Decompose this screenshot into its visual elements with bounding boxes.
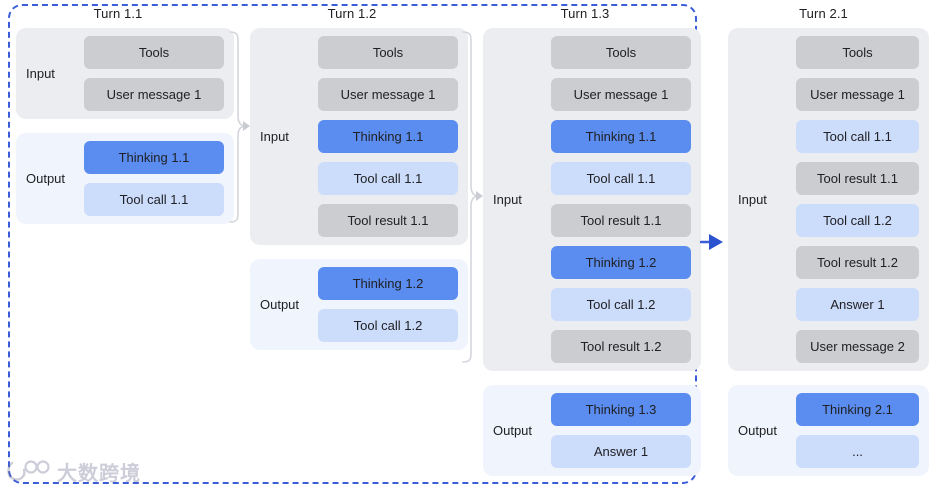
- arrow-turn-1-to-turn-2-icon: [699, 230, 725, 254]
- message-box: Thinking 1.1: [551, 120, 691, 153]
- message-box: Tools: [551, 36, 691, 69]
- message-box: Tool result 1.1: [551, 204, 691, 237]
- message-box: Thinking 1.3: [551, 393, 691, 426]
- message-box: Tool call 1.1: [84, 183, 224, 216]
- message-box: Tool call 1.1: [318, 162, 458, 195]
- output-label: Output: [493, 422, 533, 438]
- message-box: Answer 1: [796, 288, 919, 321]
- message-box: Tool call 1.1: [551, 162, 691, 195]
- message-box: Tool result 1.2: [796, 246, 919, 279]
- watermark-logo-icon: [6, 457, 52, 488]
- message-box: Thinking 1.2: [551, 246, 691, 279]
- output-label: Output: [26, 170, 66, 186]
- message-box: Answer 1: [551, 435, 691, 468]
- message-box: Thinking 1.1: [84, 141, 224, 174]
- input-label: Input: [260, 128, 289, 144]
- output-items: Thinking 2.1...: [796, 393, 919, 468]
- section-spacer: [483, 371, 701, 385]
- section-spacer: [250, 245, 468, 259]
- message-box: User message 1: [551, 78, 691, 111]
- output-label: Output: [260, 296, 300, 312]
- message-box: Tools: [84, 36, 224, 69]
- column-title-turn-2-1: Turn 2.1: [799, 6, 848, 21]
- watermark: 大数跨境: [6, 457, 141, 488]
- input-label: Input: [738, 191, 767, 207]
- input-label: Input: [493, 191, 522, 207]
- message-box: ...: [796, 435, 919, 468]
- message-box: Tools: [796, 36, 919, 69]
- message-box: Tool result 1.1: [318, 204, 458, 237]
- column-title-turn-1-1: Turn 1.1: [93, 6, 143, 21]
- message-box: User message 1: [318, 78, 458, 111]
- message-box: User message 2: [796, 330, 919, 363]
- message-box: Tool call 1.2: [551, 288, 691, 321]
- message-box: Tool result 1.1: [796, 162, 919, 195]
- message-box: Tool result 1.2: [551, 330, 691, 363]
- message-box: Tool call 1.2: [318, 309, 458, 342]
- message-box: Tools: [318, 36, 458, 69]
- message-box: User message 1: [796, 78, 919, 111]
- message-box: Tool call 1.1: [796, 120, 919, 153]
- message-box: Tool call 1.2: [796, 204, 919, 237]
- section-spacer: [16, 119, 234, 133]
- watermark-text: 大数跨境: [57, 460, 141, 485]
- column-title-turn-1-2: Turn 1.2: [327, 6, 377, 21]
- section-spacer: [728, 371, 929, 385]
- message-box: Thinking 1.1: [318, 120, 458, 153]
- message-box: Thinking 2.1: [796, 393, 919, 426]
- output-section-turn-2-1: Output Thinking 2.1...: [728, 385, 929, 476]
- column-title-turn-1-3: Turn 1.3: [560, 6, 610, 21]
- input-label: Input: [26, 65, 55, 81]
- output-label: Output: [738, 422, 778, 438]
- message-box: Thinking 1.2: [318, 267, 458, 300]
- message-box: User message 1: [84, 78, 224, 111]
